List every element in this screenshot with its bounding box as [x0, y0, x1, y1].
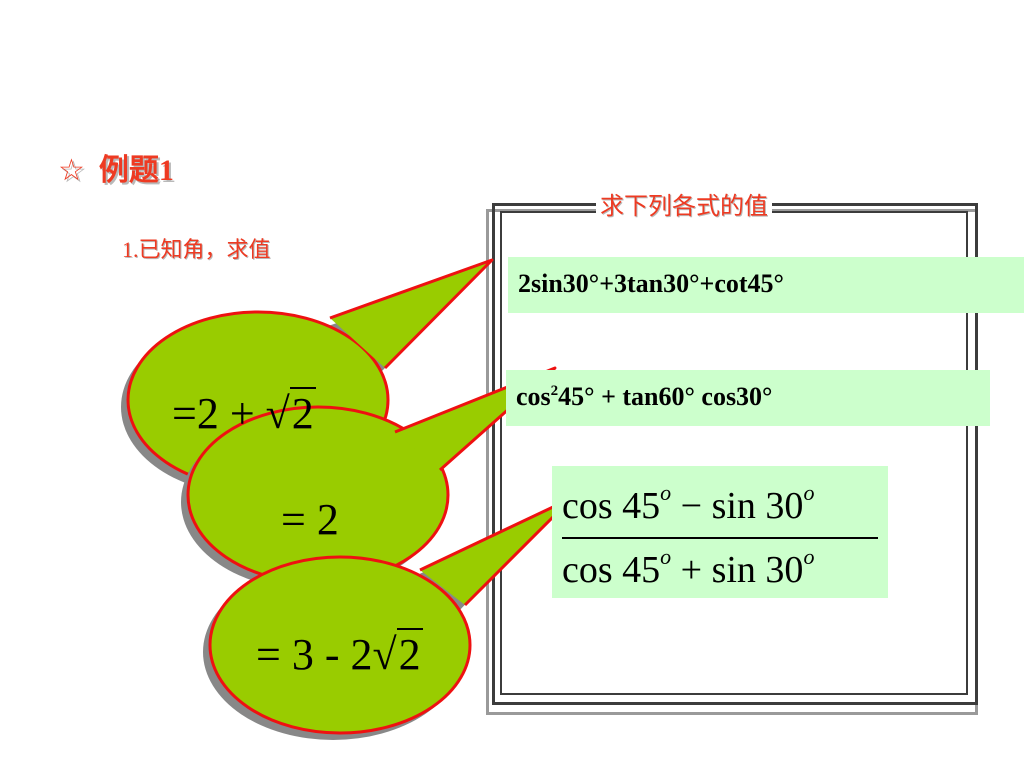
answer-1: =2 + √2: [172, 387, 316, 439]
degree-mark: o: [660, 480, 672, 505]
slide-title: ☆ 例题1: [58, 145, 174, 189]
expression-2-exponent: 2: [550, 383, 559, 399]
expression-2: cos245° + tan60° cos30°: [506, 370, 990, 426]
answer-3-radicand: 2: [396, 628, 423, 679]
slide-subtitle: 1.已知角，求值: [122, 237, 271, 262]
sqrt-symbol: √2: [265, 387, 316, 438]
answer-3-text: = 3 -: [256, 630, 340, 679]
fraction-numerator: cos 45o − sin 30o: [562, 480, 814, 528]
expression-3-fraction: cos 45o − sin 30o cos 45o + sin 30o: [552, 466, 888, 598]
callout-balloon-2: [181, 366, 557, 590]
denominator-cos: cos 45: [562, 549, 661, 591]
expression-2-prefix: cos: [516, 382, 551, 411]
expression-1: 2sin30°+3tan30°+cot45°: [508, 257, 1024, 313]
star-icon: ☆: [58, 153, 85, 188]
fraction: cos 45o − sin 30o cos 45o + sin 30o: [552, 466, 888, 598]
sqrt-symbol: √2: [372, 628, 423, 679]
fraction-denominator: cos 45o + sin 30o: [562, 544, 814, 592]
answer-1-radicand: 2: [289, 387, 316, 438]
denominator-sin: + sin 30: [671, 549, 804, 591]
frame-caption: 求下列各式的值: [596, 186, 772, 221]
answer-2: = 2: [281, 495, 339, 544]
callout-balloon-3: [203, 496, 574, 740]
expression-2-suffix: 45° + tan60° cos30°: [558, 382, 773, 411]
numerator-sin: − sin 30: [671, 485, 804, 527]
degree-mark: o: [803, 480, 815, 505]
degree-mark: o: [660, 544, 672, 569]
answer-3: = 3 - 2√2: [256, 628, 423, 680]
fraction-bar: [562, 537, 878, 539]
degree-mark: o: [803, 544, 815, 569]
title-text: 例题1: [98, 154, 174, 187]
answer-3-coef: 2: [350, 630, 373, 679]
numerator-cos: cos 45: [562, 485, 661, 527]
answer-1-text: =2 +: [172, 389, 255, 438]
